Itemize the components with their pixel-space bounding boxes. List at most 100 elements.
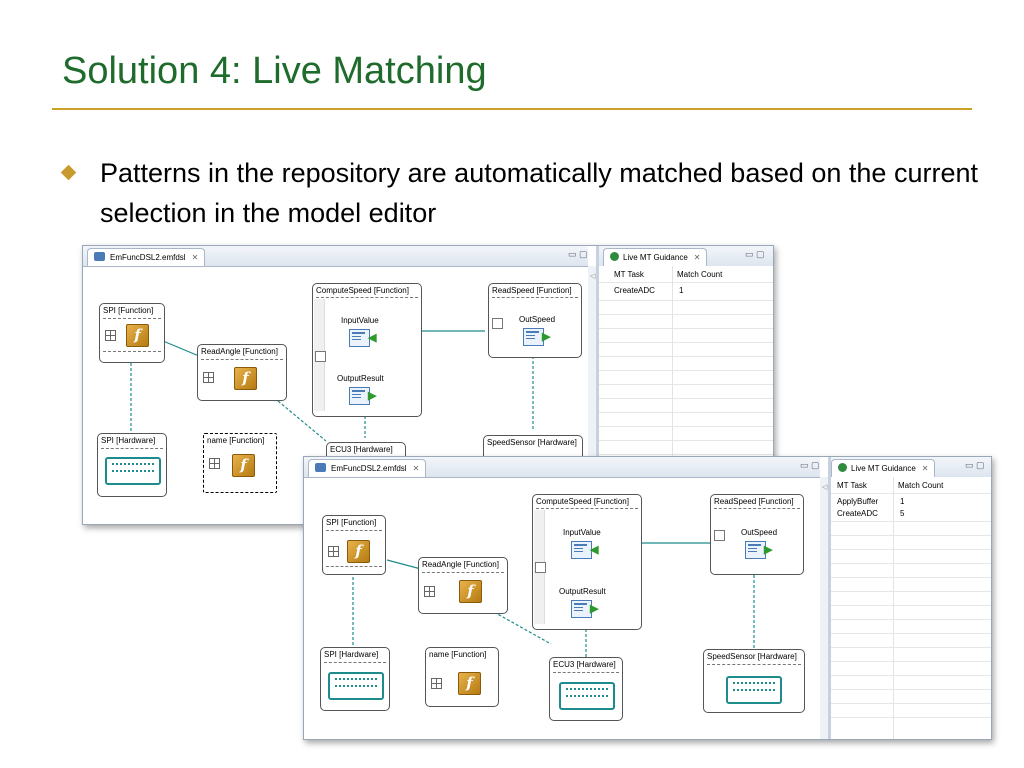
- column-header-count[interactable]: Match Count: [898, 481, 944, 490]
- close-icon[interactable]: ✕: [412, 464, 420, 473]
- guidance-tab-label: Live MT Guidance: [623, 253, 688, 262]
- node-read-angle[interactable]: ReadAngle [Function] f: [197, 344, 287, 401]
- guidance-tab[interactable]: Live MT Guidance ✕: [831, 459, 936, 477]
- node-title: ComputeSpeed [Function]: [536, 497, 629, 506]
- title-divider: [52, 108, 972, 110]
- node-spi-function[interactable]: SPI [Function] f: [99, 303, 165, 363]
- node-compute-speed[interactable]: ComputeSpeed [Function] InputValue ◀ Out…: [312, 283, 422, 417]
- node-read-speed[interactable]: ReadSpeed [Function] OutSpeed ▶: [710, 494, 804, 575]
- table-cell-count[interactable]: 5: [900, 509, 905, 518]
- function-icon: f: [234, 367, 257, 390]
- output-port-icon[interactable]: [571, 600, 592, 618]
- close-icon[interactable]: ✕: [191, 253, 199, 262]
- arrow-left-icon: ◀: [590, 544, 599, 556]
- node-title: ReadSpeed [Function]: [714, 497, 794, 506]
- expand-icon[interactable]: [203, 372, 214, 383]
- output-port-icon[interactable]: [523, 328, 544, 346]
- node-spi-hardware[interactable]: SPI [Hardware]: [97, 433, 167, 497]
- editor-tabbar: EmFuncDSL2.emfdsl ✕ ▭ ▢: [83, 246, 588, 267]
- port-box[interactable]: [315, 351, 326, 362]
- guidance-icon: [838, 463, 847, 472]
- node-speed-sensor[interactable]: SpeedSensor [Hardware]: [703, 649, 805, 713]
- table-cell-count[interactable]: 1: [900, 497, 905, 506]
- node-spi-function[interactable]: SPI [Function] f: [322, 515, 386, 575]
- function-icon: f: [232, 454, 255, 477]
- node-name-function[interactable]: name [Function] f: [203, 433, 277, 493]
- node-title: name [Function]: [207, 436, 265, 445]
- node-name-function[interactable]: name [Function] f: [425, 647, 499, 707]
- expand-icon[interactable]: [209, 458, 220, 469]
- function-icon: f: [459, 580, 482, 603]
- node-title: SPI [Function]: [326, 518, 377, 527]
- node-ecu3[interactable]: ECU3 [Hardware]: [549, 657, 623, 721]
- guidance-tab-label: Live MT Guidance: [851, 464, 916, 473]
- function-icon: f: [126, 324, 149, 347]
- editor-tab[interactable]: EmFuncDSL2.emfdsl✕: [308, 459, 427, 477]
- table-cell-task[interactable]: CreateADC: [837, 509, 878, 518]
- expand-icon[interactable]: [431, 678, 442, 689]
- column-header-count[interactable]: Match Count: [677, 270, 723, 279]
- hardware-icon: [726, 676, 782, 704]
- bullet-text: Patterns in the repository are automatic…: [100, 158, 978, 228]
- node-read-angle[interactable]: ReadAngle [Function] f: [418, 557, 508, 614]
- node-title: SPI [Hardware]: [324, 650, 379, 659]
- arrow-right-icon: ▶: [368, 390, 377, 402]
- function-icon: f: [458, 672, 481, 695]
- port-box[interactable]: [714, 530, 725, 541]
- node-title: ReadAngle [Function]: [201, 347, 278, 356]
- node-compute-speed[interactable]: ComputeSpeed [Function] InputValue ◀ Out…: [532, 494, 642, 630]
- expand-icon[interactable]: [424, 586, 435, 597]
- expand-icon[interactable]: [105, 330, 116, 341]
- port-label: InputValue: [563, 528, 601, 537]
- hardware-icon: [328, 672, 384, 700]
- window-controls-icon[interactable]: ▭ ▢: [568, 249, 588, 259]
- ruler-arrow-icon: ◁: [590, 273, 596, 280]
- window-controls-icon[interactable]: ▭ ▢: [800, 460, 820, 470]
- output-port-icon[interactable]: [745, 541, 766, 559]
- node-title: ECU3 [Hardware]: [330, 445, 393, 454]
- panel-separator[interactable]: [828, 457, 831, 739]
- port-box[interactable]: [535, 562, 546, 573]
- port-label: OutSpeed: [741, 528, 778, 537]
- input-port-icon[interactable]: [571, 541, 592, 559]
- guidance-tabbar: Live MT Guidance ✕ ▭ ▢: [599, 246, 773, 267]
- editor-tab-label: EmFuncDSL2.emfdsl: [110, 253, 186, 262]
- node-title: SPI [Hardware]: [101, 436, 156, 445]
- arrow-right-icon: ▶: [590, 603, 599, 615]
- node-title: ComputeSpeed [Function]: [316, 286, 409, 295]
- expand-icon[interactable]: [328, 546, 339, 557]
- window-controls-icon[interactable]: ▭ ▢: [745, 249, 765, 259]
- port-label: InputValue: [341, 316, 379, 325]
- input-port-icon[interactable]: [349, 329, 370, 347]
- file-icon: [94, 252, 105, 261]
- port-box[interactable]: [492, 318, 503, 329]
- node-read-speed[interactable]: ReadSpeed [Function] OutSpeed ▶: [488, 283, 582, 358]
- node-title: name [Function]: [429, 650, 487, 659]
- node-title: ReadAngle [Function]: [422, 560, 499, 569]
- table-cell-task[interactable]: ApplyBuffer: [837, 497, 879, 506]
- port-label: OutputResult: [337, 374, 384, 383]
- output-port-icon[interactable]: [349, 387, 370, 405]
- node-spi-hardware[interactable]: SPI [Hardware]: [320, 647, 390, 711]
- column-header-task[interactable]: MT Task: [614, 270, 644, 279]
- node-title: SpeedSensor [Hardware]: [707, 652, 797, 661]
- column-header-task[interactable]: MT Task: [837, 481, 867, 490]
- editor-tabbar: EmFuncDSL2.emfdsl✕ ▭ ▢: [304, 457, 820, 478]
- bullet-diamond-icon: [60, 164, 77, 181]
- table-cell-count[interactable]: 1: [679, 286, 684, 295]
- node-title: SPI [Function]: [103, 306, 154, 315]
- window-controls-icon[interactable]: ▭ ▢: [965, 460, 985, 470]
- close-icon[interactable]: ✕: [693, 253, 701, 262]
- guidance-icon: [610, 252, 619, 261]
- node-title: ReadSpeed [Function]: [492, 286, 572, 295]
- ruler-arrow-icon: ◁: [822, 484, 828, 491]
- editor-tab[interactable]: EmFuncDSL2.emfdsl ✕: [87, 248, 206, 266]
- node-title: SpeedSensor [Hardware]: [487, 438, 577, 447]
- screenshot-2: EmFuncDSL2.emfdsl✕ ▭ ▢ ◁ Live MT Guidanc…: [303, 456, 992, 740]
- guidance-tab[interactable]: Live MT Guidance ✕: [603, 248, 708, 266]
- close-icon[interactable]: ✕: [921, 464, 929, 473]
- hardware-icon: [105, 457, 161, 485]
- table-cell-task[interactable]: CreateADC: [614, 286, 655, 295]
- panel-separator[interactable]: [596, 246, 599, 524]
- arrow-right-icon: ▶: [542, 331, 551, 343]
